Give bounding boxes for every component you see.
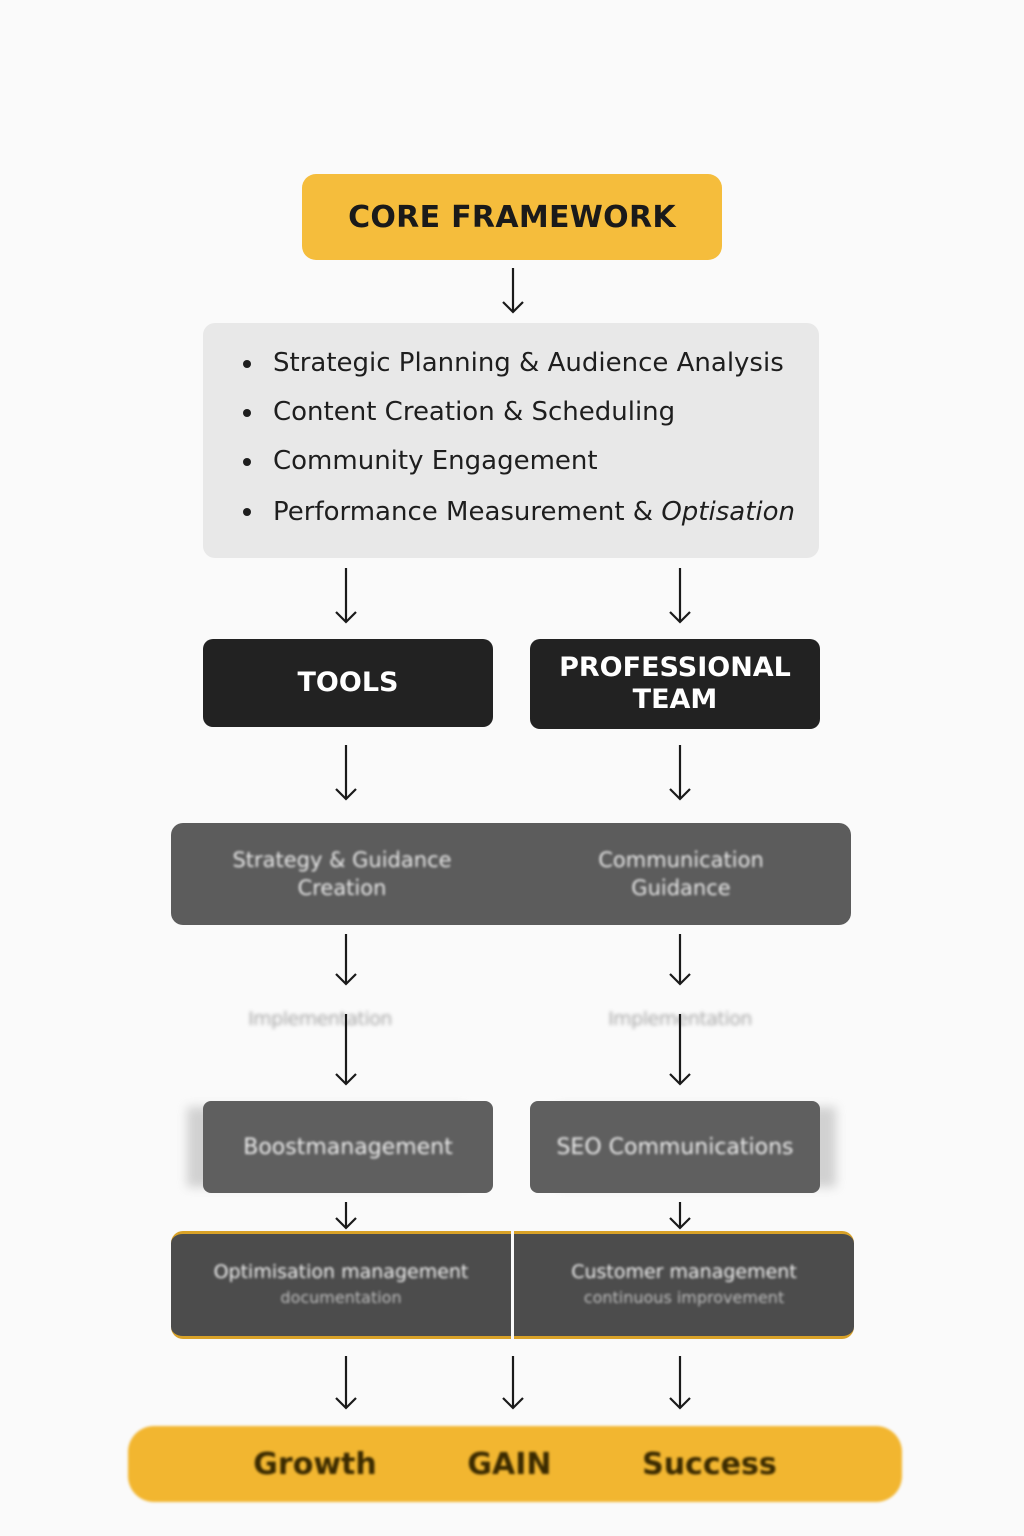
customer-line2: continuous improvement (583, 1288, 785, 1307)
communication-line2: Guidance (631, 876, 731, 900)
arrow-down-icon (668, 568, 692, 626)
core-framework-box: CORE FRAMEWORK (302, 174, 722, 260)
arrow-down-icon (501, 268, 525, 316)
outcome-item-3: Success (642, 1446, 777, 1482)
core-items-panel: Strategic Planning & Audience Analysis C… (203, 323, 819, 558)
outcome-item-2: GAIN (467, 1446, 552, 1482)
arrow-down-icon (334, 934, 358, 988)
arrow-down-icon (334, 568, 358, 626)
strategy-line1: Strategy & Guidance (232, 848, 452, 872)
communication-line1: Communication (598, 848, 764, 872)
arrow-down-icon (334, 1202, 358, 1230)
communication-box: Communication Guidance (511, 823, 851, 925)
customer-line1: Customer management (571, 1261, 797, 1283)
boost-management-label: Boostmanagement (243, 1134, 453, 1160)
arrow-down-icon (668, 745, 692, 803)
seo-communications-box: SEO Communications (530, 1101, 820, 1193)
outcome-item-1: Growth (253, 1446, 377, 1482)
core-items-list: Strategic Planning & Audience Analysis C… (241, 339, 819, 538)
italic-word: Optisation (661, 497, 795, 527)
arrow-down-icon (668, 1356, 692, 1412)
arrow-down-icon (334, 1014, 358, 1088)
strategy-line2: Creation (297, 876, 387, 900)
optimisation-line2: documentation (280, 1288, 402, 1307)
arrow-down-icon (334, 745, 358, 803)
optimisation-line1: Optimisation management (213, 1261, 469, 1283)
customer-management-box: Customer management continuous improveme… (514, 1231, 854, 1339)
list-item: Community Engagement (241, 437, 819, 486)
arrow-down-icon (668, 1014, 692, 1088)
team-label-line1: PROFESSIONAL (559, 652, 791, 683)
list-item: Strategic Planning & Audience Analysis (241, 339, 819, 388)
arrow-down-icon (668, 1202, 692, 1230)
boost-management-box: Boostmanagement (203, 1101, 493, 1193)
arrow-down-icon (668, 934, 692, 988)
team-label-line2: TEAM (632, 684, 718, 715)
strategy-box: Strategy & Guidance Creation (171, 823, 513, 925)
professional-team-box: PROFESSIONAL TEAM (530, 639, 820, 729)
arrow-down-icon (334, 1356, 358, 1412)
optimisation-box: Optimisation management documentation (171, 1231, 511, 1339)
list-item: Content Creation & Scheduling (241, 388, 819, 437)
arrow-down-icon (501, 1356, 525, 1412)
tools-box: TOOLS (203, 639, 493, 727)
list-item: Performance Measurement & Optisation (241, 486, 819, 538)
seo-communications-label: SEO Communications (556, 1134, 794, 1160)
outcome-bar: Growth GAIN Success (128, 1426, 902, 1502)
implementation-label-left: Implementation (248, 1008, 392, 1030)
